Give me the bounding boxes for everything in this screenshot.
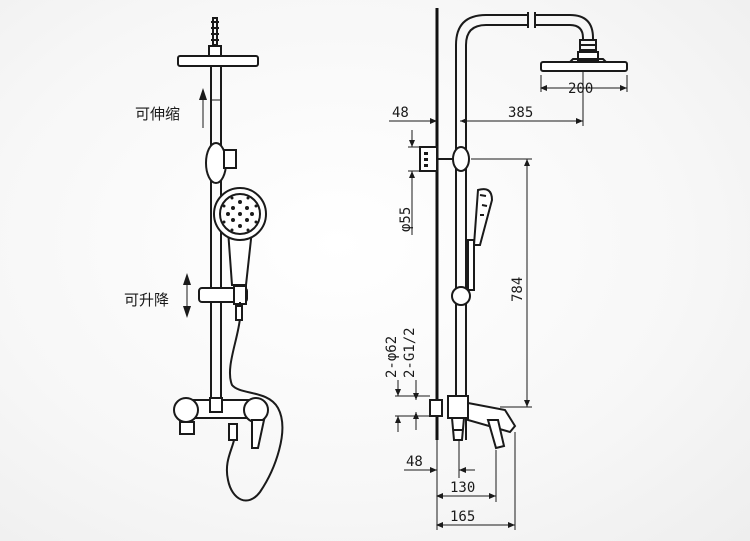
dim-bracket-diameter-text: φ55: [398, 207, 414, 232]
dim-wall-offset-text: 48: [392, 105, 409, 121]
dim-arm-reach-text: 385: [508, 105, 533, 121]
dim-inlet: [395, 380, 430, 432]
dim-spout-reach-text: 165: [450, 509, 475, 525]
dim-top-reach: [389, 72, 584, 126]
dim-bottom: [404, 432, 516, 530]
mixer-side: [429, 395, 517, 450]
shower-hose: [225, 302, 284, 502]
side-view: 200 48 385 φ55: [384, 8, 628, 530]
mixer-valve: [173, 397, 269, 449]
overhead-shower-head: [177, 55, 259, 67]
rail-bracket: [205, 142, 237, 184]
liftable-arrow: [183, 273, 191, 318]
dim-spout-base-text: 130: [450, 480, 475, 496]
hand-shower: [213, 187, 267, 286]
head-collar: [569, 58, 607, 63]
telescopic-label: 可伸缩: [135, 105, 180, 123]
dim-bracket-diameter: [408, 130, 420, 235]
hand-shower-side: [451, 188, 494, 306]
top-connector: [208, 17, 222, 57]
overhead-shower-side: [540, 61, 628, 72]
dim-inlet-thread-text: 2-G1/2: [402, 327, 418, 378]
head-connector: [579, 39, 597, 51]
dim-rail-height: [473, 158, 532, 408]
slide-holder: [198, 285, 248, 305]
telescopic-arrow: [199, 88, 207, 128]
hose-nut: [235, 305, 243, 321]
front-view: 可伸缩: [124, 17, 284, 502]
dim-head-diameter-text: 200: [568, 81, 593, 97]
dim-inlet-diameter-text: 2-φ62: [384, 336, 400, 378]
liftable-label: 可升降: [124, 291, 169, 309]
shower-arm: [455, 12, 594, 440]
shower-rail: [210, 66, 222, 400]
dim-rail-height-text: 784: [510, 277, 526, 302]
dim-mixer-offset-text: 48: [406, 454, 423, 470]
dim-head-diameter: [540, 75, 628, 92]
